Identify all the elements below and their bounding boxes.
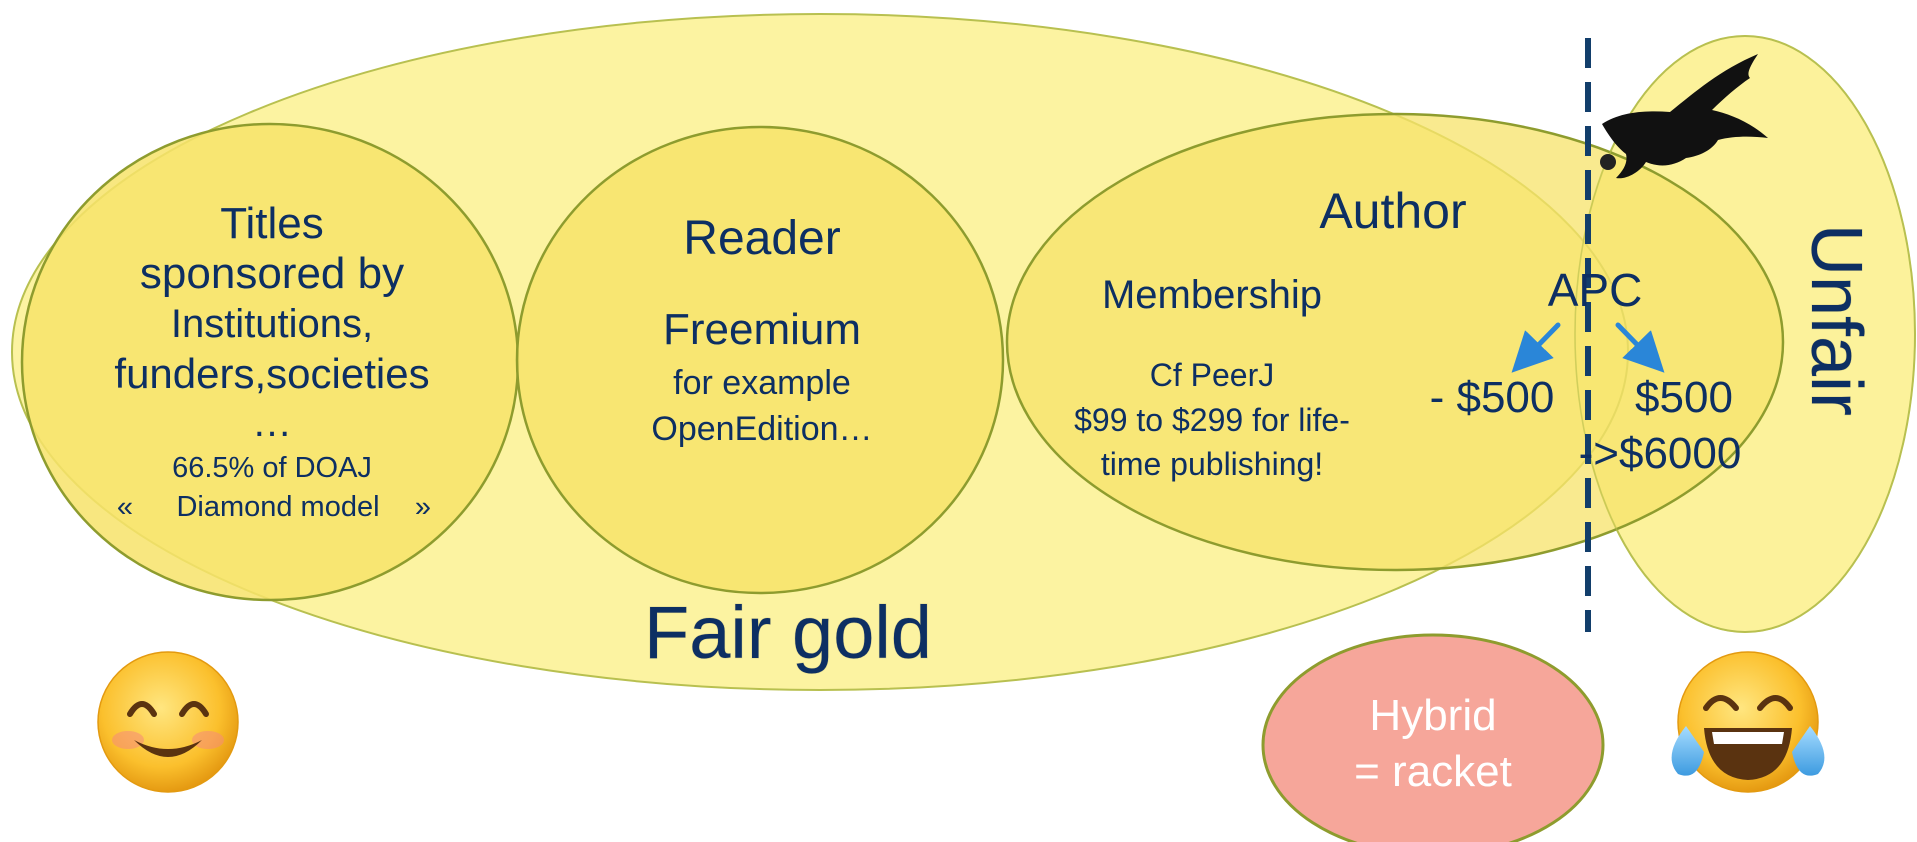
- membership-title: Membership: [1102, 273, 1322, 317]
- sponsored-line-2: sponsored by: [140, 249, 404, 298]
- fair-gold-label: Fair gold: [644, 591, 932, 674]
- membership-line-2: $99 to $299 for life-: [1074, 402, 1350, 438]
- tears-of-joy-face-icon: [1671, 651, 1825, 793]
- hybrid-line-2: = racket: [1354, 747, 1512, 796]
- reader-text: Reader Freemium for example OpenEdition…: [651, 212, 872, 448]
- sponsored-titles-text: Titles sponsored by Institutions, funder…: [114, 199, 431, 523]
- reader-example-line-1: for example: [673, 364, 851, 402]
- apc-low-range: - $500: [1430, 373, 1555, 422]
- sponsored-line-3: Institutions,: [171, 302, 373, 346]
- sponsored-line-4: funders,societies: [114, 350, 429, 397]
- freemium-label: Freemium: [663, 305, 861, 354]
- unfair-overlap-rim: [1574, 35, 1916, 633]
- diamond-model-open-quote: «: [117, 491, 133, 523]
- author-text: Author Membership Cf PeerJ $99 to $299 f…: [1074, 183, 1741, 482]
- diamond-model-close-quote: »: [415, 491, 431, 523]
- unfair-label: Unfair: [1796, 224, 1876, 416]
- hybrid-ellipse: [1261, 633, 1605, 842]
- arrow-down-left-icon: [1511, 322, 1561, 373]
- smiling-face-icon: [97, 651, 239, 793]
- hybrid-node: Hybrid = racket: [1261, 633, 1605, 842]
- apc-high-range-line-1: $500: [1635, 373, 1733, 422]
- hybrid-line-1: Hybrid: [1369, 691, 1496, 740]
- reader-ellipse: [515, 125, 1005, 595]
- apc-high-range-line-2: ->$6000: [1579, 429, 1742, 478]
- arrow-down-right-icon: [1615, 322, 1665, 373]
- diamond-model-text: Diamond model: [176, 491, 379, 523]
- reader-title: Reader: [683, 212, 840, 265]
- reader-example-line-2: OpenEdition…: [651, 410, 872, 448]
- membership-line-1: Cf PeerJ: [1150, 357, 1274, 393]
- sponsored-line-1: Titles: [220, 199, 324, 248]
- vulture-icon: [1600, 54, 1768, 179]
- apc-title: APC: [1548, 264, 1643, 316]
- membership-line-3: time publishing!: [1101, 446, 1323, 482]
- author-title: Author: [1319, 183, 1466, 239]
- sponsored-ellipsis: …: [252, 401, 292, 445]
- doaj-share-text: 66.5% of DOAJ: [172, 452, 372, 484]
